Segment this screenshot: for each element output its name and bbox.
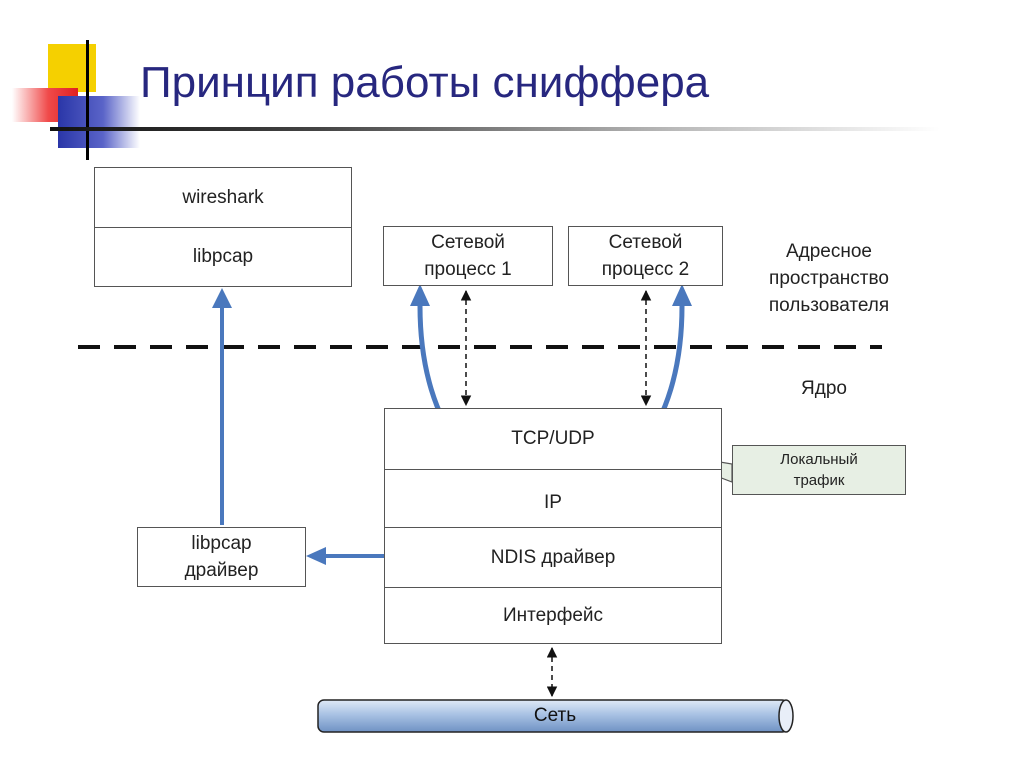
process2-line1: Сетевой [608, 232, 683, 253]
user-space-line1: Адресное [785, 241, 873, 262]
tcp-udp-layer: TCP/UDP [511, 428, 595, 449]
callout-line1: Локальный [780, 451, 858, 468]
decor-vertical-line [86, 40, 89, 160]
callout-line2: трафик [793, 472, 845, 489]
kernel-label: Ядро [801, 378, 847, 399]
wireshark-cell: wireshark [182, 186, 264, 208]
process1-line1: Сетевой [431, 232, 505, 253]
interface-layer: Интерфейс [385, 587, 721, 643]
driver-line2: драйвер [184, 560, 259, 581]
loop-left-arrow-head [410, 284, 430, 306]
libpcap-driver-box: libpcap драйвер [137, 527, 306, 587]
network-label: Сеть [533, 705, 577, 726]
network-pipe-end [778, 699, 794, 733]
user-space-label: Адресное пространство пользователя [748, 238, 910, 319]
local-traffic-callout: Локальный трафик [732, 445, 906, 495]
network-process-2-box: Сетевой процесс 2 [568, 226, 723, 286]
loop-right-arrow-head [672, 284, 692, 306]
capture-up-arrow-head [212, 288, 232, 308]
driver-line1: libpcap [191, 533, 252, 554]
user-space-line2: пространство [769, 268, 889, 289]
network-process-1-box: Сетевой процесс 1 [383, 226, 553, 286]
process1-line2: процесс 1 [424, 259, 512, 280]
network-stack-box: TCP/UDP IP NDIS драйвер Интерфейс [384, 408, 722, 644]
page-title: Принцип работы сниффера [140, 58, 710, 107]
ndis-to-driver-arrow-head [306, 547, 326, 565]
title-underline [50, 127, 940, 131]
user-space-line3: пользователя [768, 295, 890, 316]
application-box: wireshark libpcap [94, 167, 352, 287]
ndis-driver-layer: NDIS драйвер [385, 527, 721, 587]
libpcap-cell: libpcap [95, 227, 351, 286]
process2-line2: процесс 2 [601, 259, 690, 280]
ip-layer: IP [385, 469, 721, 527]
decor-blue-square [58, 96, 140, 148]
